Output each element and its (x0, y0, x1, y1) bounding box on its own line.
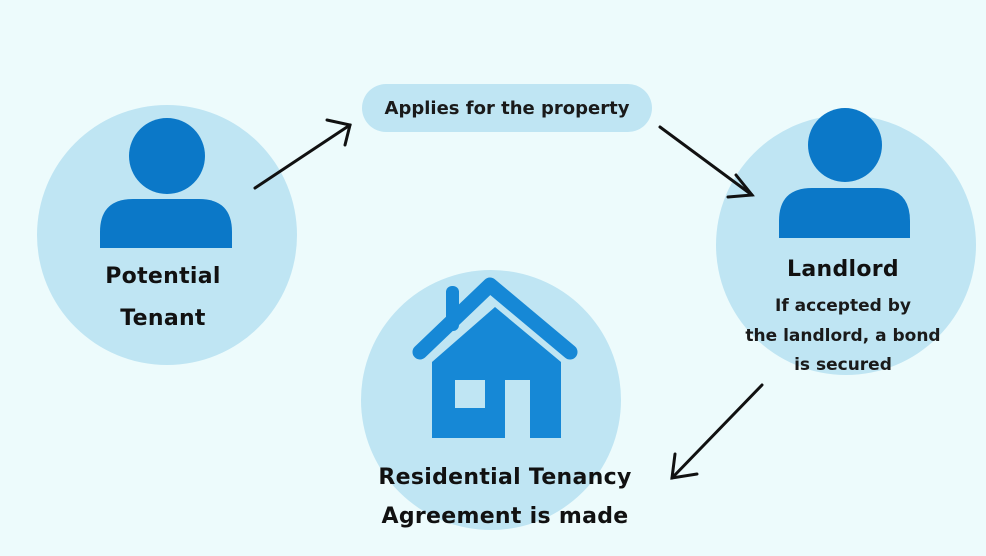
arrow-landlord-to-agreement (670, 383, 764, 480)
landlord-circle (716, 115, 976, 375)
tenant-label-line2: Tenant (120, 306, 206, 331)
person-icon (779, 108, 910, 238)
landlord-desc-line2: the landlord, a bond (745, 326, 941, 346)
agreement-label-line1: Residential Tenancy (378, 465, 632, 490)
landlord-title: Landlord (787, 257, 899, 282)
landlord-desc-line1: If accepted by (775, 296, 911, 316)
arrow-application-to-landlord (658, 125, 755, 199)
person-icon (100, 118, 232, 248)
arrow-tenant-to-application (253, 118, 352, 190)
agreement-label-line2: Agreement is made (381, 504, 629, 529)
house-icon (412, 277, 578, 438)
application-step: Applies for the property (362, 84, 652, 132)
application-label: Applies for the property (384, 97, 630, 119)
tenant-label-line1: Potential (105, 264, 221, 289)
landlord-desc-line3: is secured (794, 355, 892, 375)
